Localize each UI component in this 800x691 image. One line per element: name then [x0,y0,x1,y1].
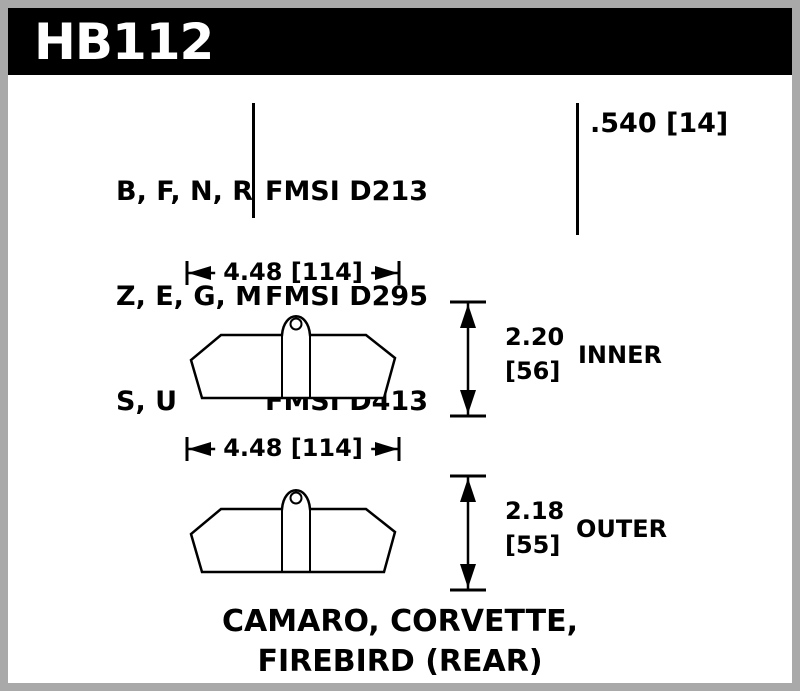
thickness-divider-line [576,103,579,235]
compound-row: Z, E, G, M [116,281,263,312]
part-number: HB112 [34,12,214,71]
application-line-2: FIREBIRD (REAR) [257,644,543,679]
position-label-inner: INNER [578,341,662,369]
fmsi-row: FMSI D295 [265,281,428,312]
brake-pad-outline-outer [189,489,397,574]
brake-pad-outline-inner [189,315,397,400]
height-dimension-arrow-inner [450,300,486,418]
table-divider-line [252,103,255,218]
compound-row: S, U [116,386,178,417]
fmsi-row: FMSI D213 [265,176,428,207]
header-bar: HB112 [8,8,792,75]
height-in-label-inner: 2.20 [505,323,565,351]
width-dimension-label-outer: 4.48 [114] [215,434,371,462]
fmsi-numbers-column: FMSI D213 FMSI D295 FMSI D413 [265,104,428,489]
application-line-1: CAMARO, CORVETTE, [222,604,578,639]
height-dimension-arrow-outer [450,474,486,592]
compound-codes-column: B, F, N, R Z, E, G, M S, U [116,104,262,489]
height-mm-label-inner: [56] [505,357,561,385]
height-in-label-outer: 2.18 [505,497,565,525]
pad-thickness-value: .540 [14] [590,108,729,139]
position-label-outer: OUTER [576,515,668,543]
height-mm-label-outer: [55] [505,531,561,559]
compound-row: B, F, N, R [116,176,254,207]
width-dimension-label-inner: 4.48 [114] [215,258,371,286]
